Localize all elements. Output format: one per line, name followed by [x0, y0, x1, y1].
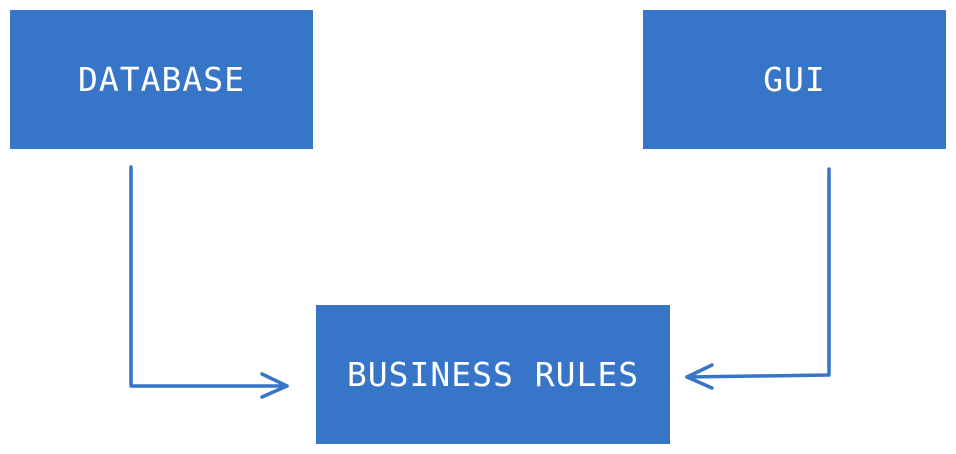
database-label: DATABASE	[78, 60, 245, 99]
business-rules-label: BUSINESS RULES	[346, 355, 640, 394]
gui-node: GUI	[643, 10, 946, 149]
arrow-gui-to-business-rules	[685, 167, 831, 390]
arrow-database-to-business-rules	[129, 165, 289, 399]
business-rules-node: BUSINESS RULES	[316, 305, 670, 444]
arrowhead-right-icon	[260, 372, 289, 399]
gui-label: GUI	[763, 60, 826, 99]
arrowhead-left-icon	[685, 363, 714, 390]
database-node: DATABASE	[10, 10, 313, 149]
